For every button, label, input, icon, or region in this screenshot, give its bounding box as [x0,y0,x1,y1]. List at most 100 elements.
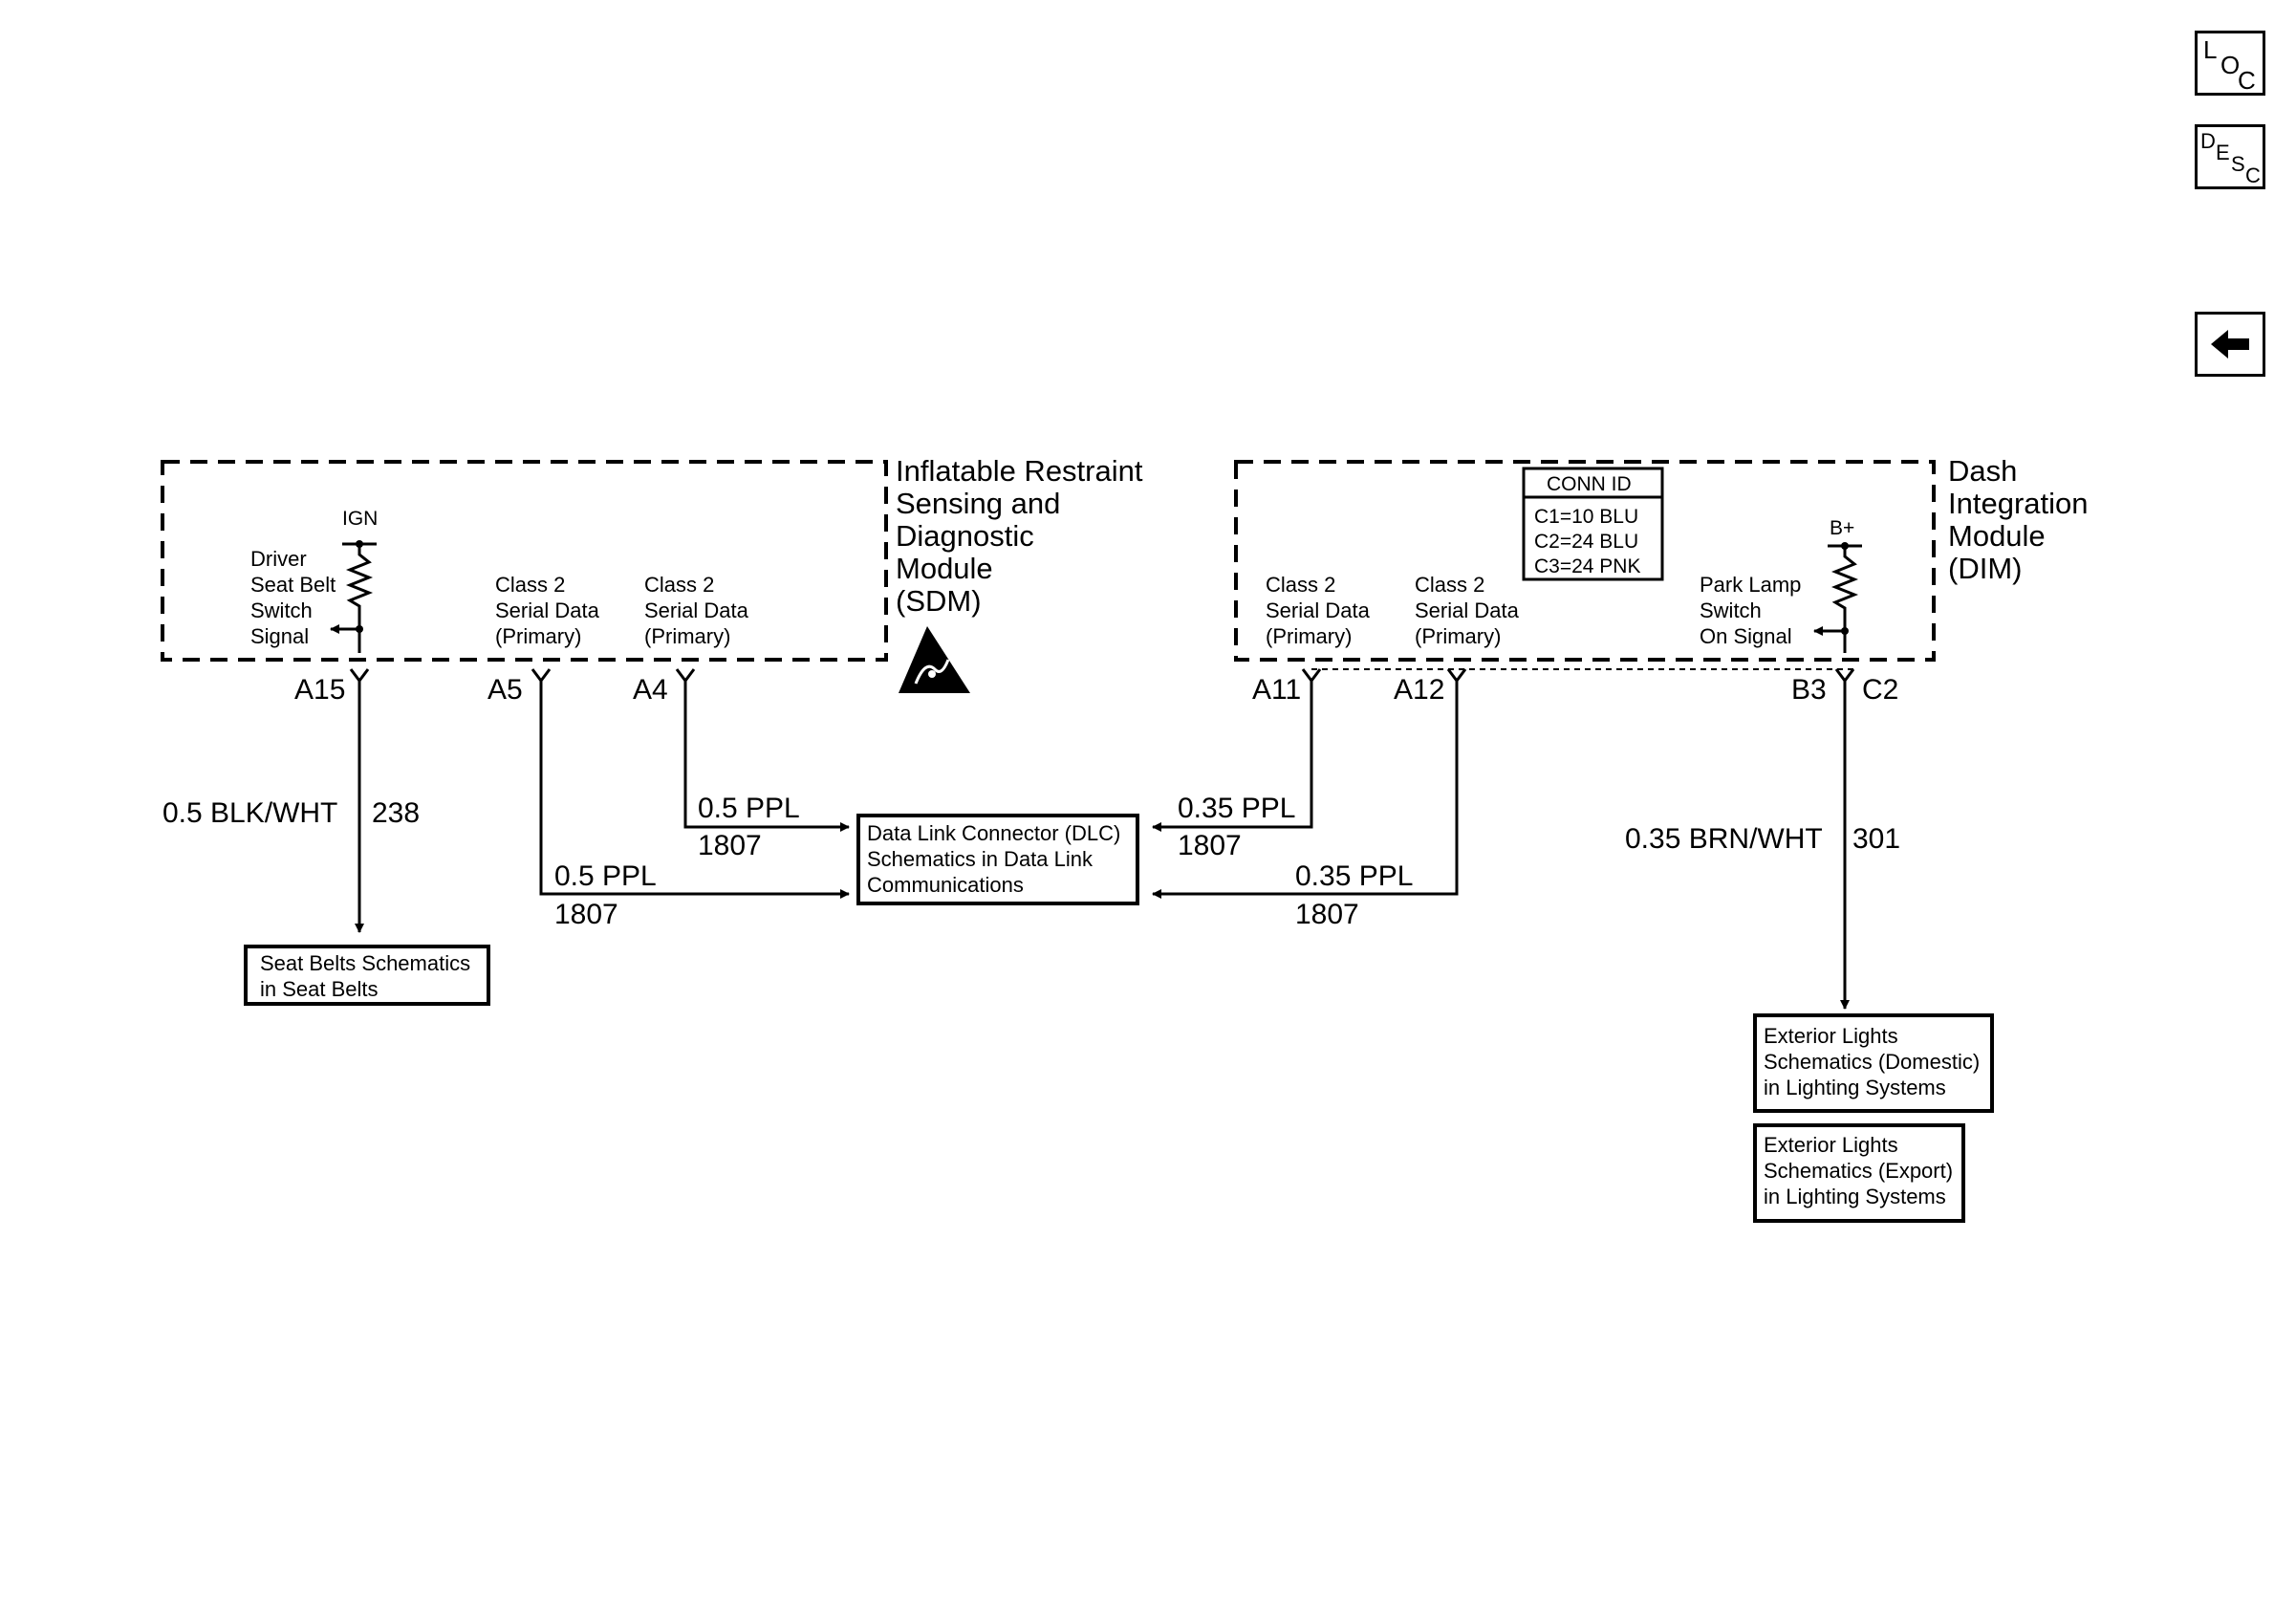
wire-seatbelt-color: 0.5 BLK/WHT [162,797,337,829]
dim-name-line1: Dash [1948,454,2017,488]
wire-a5-color: 0.5 PPL [554,860,657,892]
wire-a12-dlc [1152,681,1459,899]
pin-b3: B3 [1791,674,1827,706]
sdm-name-line4: Module [896,552,993,585]
seatbelt-label-line2: Seat Belt [250,573,336,597]
sdm-class2-b-line2: Serial Data [644,598,749,622]
wire-a4-circuit: 1807 [698,830,762,861]
desc-letter-s: S [2231,152,2245,176]
pin-a5-connector [531,668,552,684]
conn-id-title: CONN ID [1547,473,1632,495]
pin-a15-connector [349,668,370,684]
dim-class2-b-line2: Serial Data [1415,598,1520,622]
wire-labels: 0.5 BLK/WHT 238 0.5 PPL 1807 0.5 PPL 180… [162,793,1900,930]
ref-extexp-line2: Schematics (Export) [1764,1159,1953,1183]
parklamp-label-line2: Switch [1700,598,1762,622]
dim-module-boundary [1234,460,1936,662]
parklamp-switch-resistor [1830,546,1859,653]
ref-seatbelts-box[interactable]: Seat Belts Schematics in Seat Belts [244,945,490,1006]
loc-letter-o: O [2220,51,2241,79]
ref-dlc-line2: Schematics in Data Link [867,847,1094,871]
ref-extexp-line3: in Lighting Systems [1764,1185,1946,1208]
ref-extdom-line1: Exterior Lights [1764,1024,1898,1048]
conn-id-c1: C1=10 BLU [1534,506,1638,528]
ref-seatbelts-line1: Seat Belts Schematics [260,951,470,975]
parklamp-label-line3: On Signal [1700,624,1792,648]
seatbelt-label-line4: Signal [250,624,309,648]
sdm-module-boundary [161,460,888,662]
description-button[interactable]: D E S C [2195,124,2265,189]
pin-a11: A11 [1252,674,1301,706]
conn-id-c2: C2=24 BLU [1534,531,1638,553]
sdm-name-line1: Inflatable Restraint [896,454,1143,488]
loc-letter-l: L [2203,35,2218,64]
ref-exterior-export-box[interactable]: Exterior Lights Schematics (Export) in L… [1753,1123,1965,1223]
ref-extdom-line2: Schematics (Domestic) [1764,1050,1980,1074]
sdm-name-line5: (SDM) [896,584,982,618]
wire-a11-color: 0.35 PPL [1178,793,1295,824]
conn-id-c3: C3=24 PNK [1534,555,1640,577]
seatbelt-switch-resistor [345,544,374,653]
pin-a12-connector [1446,668,1467,684]
ref-extexp-line1: Exterior Lights [1764,1133,1898,1157]
dim-class2-a-line3: (Primary) [1266,624,1352,648]
desc-letter-c: C [2245,163,2261,187]
sdm-name-line3: Diagnostic [896,519,1034,553]
seatbelt-label-line3: Switch [250,598,313,622]
pin-a15: A15 [294,674,345,706]
esd-warning-icon [899,626,970,693]
wire-a12-circuit: 1807 [1295,899,1359,930]
sdm-class2-a-line2: Serial Data [495,598,600,622]
dim-name-line4: (DIM) [1948,552,2022,585]
desc-letter-e: E [2216,141,2230,164]
wire-a5-circuit: 1807 [554,899,618,930]
loc-letter-c: C [2238,66,2256,95]
pin-a4: A4 [633,674,668,706]
wire-a4-color: 0.5 PPL [698,793,800,824]
dim-class2-b-line1: Class 2 [1415,573,1484,597]
pin-a4-connector [675,668,696,684]
wire-a12-color: 0.35 PPL [1295,860,1413,892]
sdm-class2-b-line1: Class 2 [644,573,714,597]
wires [355,681,1850,1010]
seatbelt-label-line1: Driver [250,547,307,571]
dim-class2-a-line2: Serial Data [1266,598,1371,622]
pin-c2: C2 [1862,674,1898,706]
ref-extdom-line3: in Lighting Systems [1764,1076,1946,1099]
wire-parklamp-color: 0.35 BRN/WHT [1625,823,1823,855]
wire-seatbelt-circuit: 238 [372,797,420,829]
wire-a11-circuit: 1807 [1178,830,1242,861]
wire-a11-dlc [1152,681,1313,832]
wire-a4-dlc [683,681,850,832]
sdm-class2-a-line3: (Primary) [495,624,581,648]
pin-a5: A5 [487,674,523,706]
ref-dlc-box[interactable]: Data Link Connector (DLC) Schematics in … [856,814,1139,905]
desc-letter-d: D [2200,129,2216,153]
back-button[interactable] [2195,312,2265,377]
dim-bplus-label: B+ [1830,517,1854,539]
ref-exterior-domestic-box[interactable]: Exterior Lights Schematics (Domestic) in… [1753,1013,1994,1113]
back-arrow-icon [2211,330,2249,359]
sdm-module: Inflatable Restraint Sensing and Diagnos… [161,454,1143,706]
sdm-class2-b-line3: (Primary) [644,624,730,648]
sdm-name-line2: Sensing and [896,487,1060,520]
dim-module: Dash Integration Module (DIM) CONN ID C1… [1234,454,2089,706]
ref-seatbelts-line2: in Seat Belts [260,977,379,1001]
wire-a5-dlc [539,681,850,899]
wire-parklamp-circuit: 301 [1852,823,1900,855]
location-button[interactable]: L O C [2195,31,2265,96]
pin-b3-c2-connector [1834,668,1855,684]
ref-dlc-line1: Data Link Connector (DLC) [867,821,1120,845]
pin-a12: A12 [1394,674,1444,706]
dim-name-line2: Integration [1948,487,2089,520]
ref-dlc-line3: Communications [867,873,1024,897]
dim-class2-b-line3: (Primary) [1415,624,1501,648]
dim-class2-a-line1: Class 2 [1266,573,1335,597]
conn-id-table: CONN ID C1=10 BLU C2=24 BLU C3=24 PNK [1522,467,1664,581]
parklamp-label-line1: Park Lamp [1700,573,1801,597]
sdm-class2-a-line1: Class 2 [495,573,565,597]
pin-a11-connector [1301,668,1322,684]
sdm-ign-label: IGN [342,508,378,530]
dim-name-line3: Module [1948,519,2046,553]
